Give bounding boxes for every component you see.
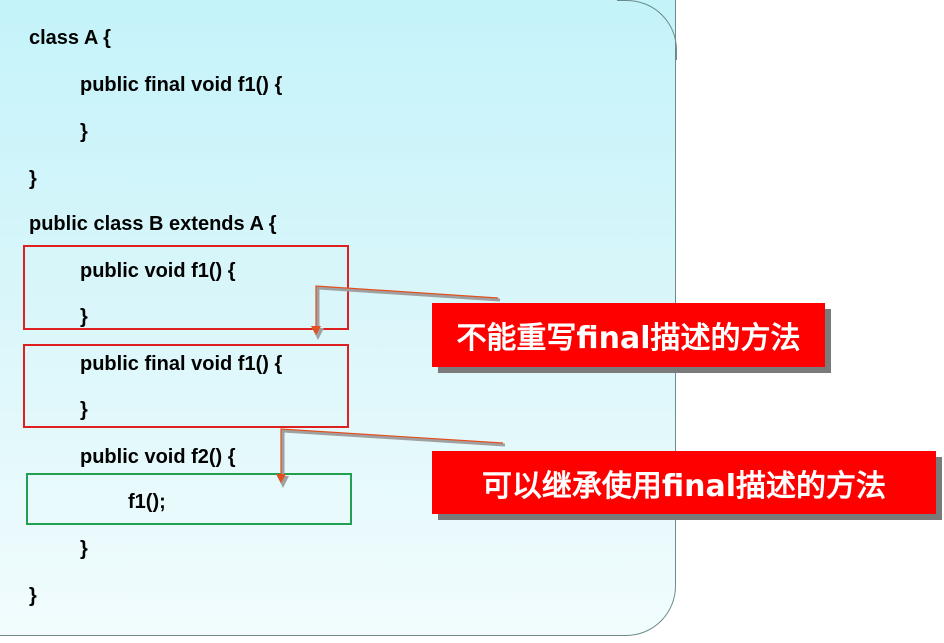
code-line-class-b-close: } [29,585,37,607]
code-line-b-f2-close: } [80,538,88,560]
code-line-a-f1-close: } [80,121,88,143]
override-highlight-box [23,245,349,330]
code-line-class-a: class A { [29,27,111,49]
code-line-b-f2-decl: public void f2() { [80,446,236,468]
code-line-a-f1-decl: public final void f1() { [80,74,283,96]
override-error-callout: 不能重写final描述的方法 [432,303,825,367]
inherit-use-callout: 可以继承使用final描述的方法 [432,451,936,514]
code-line-class-a-close: } [29,168,37,190]
code-line-f1-call: f1(); [128,491,166,513]
call-highlight-box [26,473,352,525]
code-line-b-final-f1-close: } [80,399,88,421]
code-line-b-f1-override: public void f1() { [80,260,236,282]
code-line-class-b: public class B extends A { [29,213,277,235]
final-method-highlight-box [23,344,349,428]
code-line-b-final-f1: public final void f1() { [80,353,283,375]
code-line-b-f1-override-close: } [80,306,88,328]
